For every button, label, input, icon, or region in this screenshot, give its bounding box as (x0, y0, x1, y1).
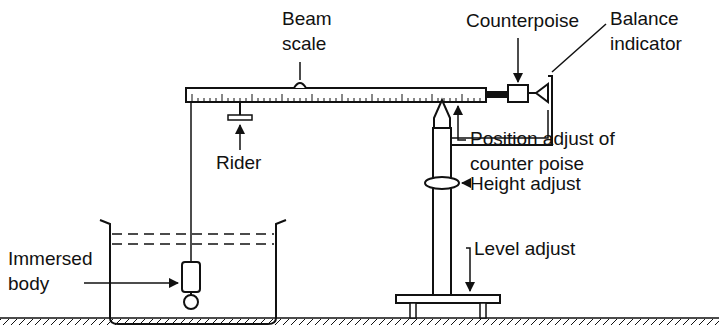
scale-tick (270, 98, 271, 102)
scale-tick (348, 98, 349, 102)
scale-tick (276, 98, 277, 102)
scale-tick (324, 98, 325, 102)
part-label: Beam scale (282, 6, 344, 56)
scale-tick (408, 98, 409, 102)
part-label: Counterpoise (466, 8, 596, 33)
scale-tick (198, 98, 199, 102)
scale-tick (318, 98, 319, 102)
scale-tick (216, 98, 217, 102)
part-label: Position adjust of counter poise (470, 126, 640, 176)
scale-tick (420, 98, 421, 102)
scale-tick (390, 98, 391, 102)
scale-tick (222, 94, 223, 102)
scale-tick (342, 94, 343, 102)
scale-tick (228, 98, 229, 102)
scale-tick (456, 98, 457, 102)
scale-tick (330, 98, 331, 102)
scale-tick (396, 98, 397, 102)
scale-tick (468, 98, 469, 102)
scale-tick (306, 98, 307, 102)
scale-tick (414, 98, 415, 102)
scale-tick (426, 98, 427, 102)
scale-tick (354, 98, 355, 102)
scale-tick (366, 98, 367, 102)
part-label: Balance indicator (610, 6, 710, 56)
scale-tick (438, 98, 439, 102)
scale-tick (210, 98, 211, 102)
scale-tick (282, 94, 283, 102)
scale-tick (474, 98, 475, 102)
scale-tick (300, 98, 301, 102)
scale-tick (252, 94, 253, 102)
scale-tick (240, 98, 241, 102)
scale-tick (204, 98, 205, 102)
scale-tick (258, 98, 259, 102)
part-label: Rider (216, 150, 276, 175)
scale-tick (462, 94, 463, 102)
scale-tick (264, 98, 265, 102)
scale-tick (312, 94, 313, 102)
part-label: Immersed body (8, 246, 98, 296)
scale-tick (378, 98, 379, 102)
scale-tick (288, 98, 289, 102)
scale-tick (402, 94, 403, 102)
part-label: Height adjust (470, 171, 610, 196)
scale-tick (450, 98, 451, 102)
scale-tick (336, 98, 337, 102)
scale-tick (432, 94, 433, 102)
scale-tick (246, 98, 247, 102)
part-label: Level adjust (474, 236, 614, 261)
scale-tick (234, 98, 235, 102)
scale-tick (384, 98, 385, 102)
scale-tick (372, 94, 373, 102)
scale-tick (480, 98, 481, 102)
scale-tick (360, 98, 361, 102)
scale-tick (294, 98, 295, 102)
scale-tick (192, 94, 193, 102)
